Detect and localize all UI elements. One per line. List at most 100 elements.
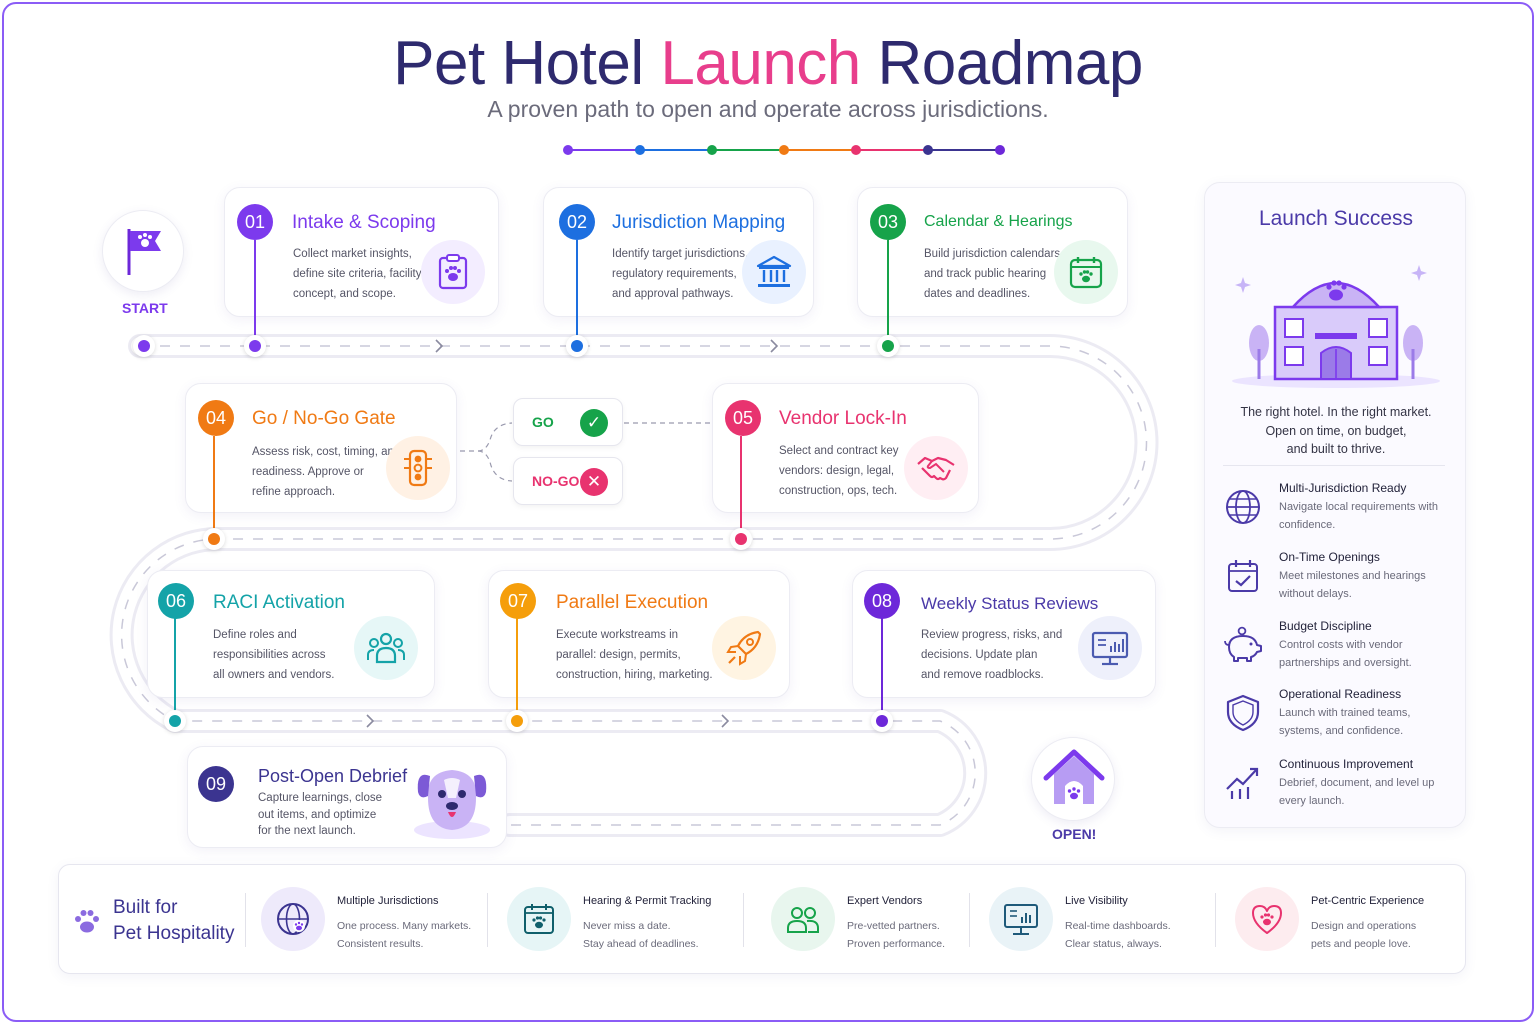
piggy-bank-icon (1224, 626, 1262, 662)
road-stop-07 (506, 710, 528, 732)
launch-success-panel: Launch Success The right hotel. In the r… (1204, 182, 1466, 828)
go-option[interactable]: GO ✓ (513, 398, 623, 446)
start-label: START (122, 300, 168, 316)
step-title-09: Post-Open Debrief (258, 766, 408, 786)
dashboard-monitor-icon (1091, 631, 1129, 666)
color-dot-line (563, 145, 1005, 155)
feature-live-visibility: Live Visibility Real-time dashboards.Cle… (989, 885, 1229, 957)
step-icon-wrap-04 (386, 436, 450, 500)
launch-success-tagline: The right hotel. In the right market.Ope… (1240, 405, 1432, 456)
strip-divider (743, 893, 744, 947)
calendar-paw-icon (524, 904, 554, 934)
benefit-on-time: On-Time Openings Meet milestones and hea… (1221, 550, 1457, 612)
road-stop-06 (164, 710, 186, 732)
step-title-06: RACI Activation (213, 592, 345, 613)
feature-expert-vendors: Expert Vendors Pre-vetted partners.Prove… (771, 885, 1011, 957)
sidebar-divider (1223, 465, 1445, 466)
road-stop-05 (730, 528, 752, 550)
launch-success-title: Launch Success (1258, 207, 1414, 230)
open-house-badge (1031, 737, 1115, 821)
step-connector-03 (887, 240, 889, 338)
benefit-operational: Operational Readiness Launch with traine… (1221, 687, 1457, 749)
shield-icon (1226, 694, 1260, 732)
feature-multiple-jurisdictions: Multiple Jurisdictions One process. Many… (261, 885, 501, 957)
feature-pet-centric: Pet-Centric Experience Design and operat… (1235, 885, 1475, 957)
road-stop-02 (566, 335, 588, 357)
pet-hotel-building-icon (1232, 265, 1440, 388)
road-stop-04 (203, 528, 225, 550)
step-icon-wrap-05 (904, 436, 968, 500)
step-connector-02 (576, 240, 578, 338)
step-connector-01 (254, 240, 256, 338)
step-title-07: Parallel Execution (556, 592, 709, 613)
step-desc-01: Collect market insights,define site crit… (293, 248, 422, 300)
road-stop-01 (244, 335, 266, 357)
step-icon-wrap-08 (1078, 616, 1142, 680)
go-label: GO (532, 414, 554, 430)
handshake-icon (917, 456, 955, 481)
clipboard-paw-icon (438, 254, 468, 290)
step-badge-09: 09 (198, 766, 234, 802)
page-subtitle: A proven path to open and operate across… (487, 96, 1049, 122)
strip-divider (1215, 893, 1216, 947)
step-desc-02: Identify target jurisdictions,regulatory… (612, 248, 749, 300)
pet-house-icon (1043, 749, 1105, 804)
step-badge-03: 03 (870, 204, 906, 240)
heart-paw-icon (1252, 905, 1282, 934)
no-go-label: NO-GO (532, 473, 580, 489)
start-flag-badge (102, 210, 184, 292)
team-icon (367, 632, 405, 664)
rocket-icon (726, 630, 762, 666)
step-connector-07 (516, 618, 518, 714)
road-stop-03 (877, 335, 899, 357)
x-icon: ✕ (580, 468, 608, 496)
step-icon-wrap-03 (1054, 240, 1118, 304)
globe-icon (1226, 490, 1260, 524)
step-badge-04: 04 (198, 400, 234, 436)
benefit-multi-jurisdiction: Multi-Jurisdiction Ready Navigate local … (1221, 481, 1457, 543)
traffic-light-icon (404, 449, 432, 487)
step-title-02: Jurisdiction Mapping (612, 212, 786, 233)
step-connector-06 (174, 618, 176, 714)
no-go-option[interactable]: NO-GO ✕ (513, 457, 623, 505)
government-building-icon (756, 255, 792, 287)
step-badge-02: 02 (559, 204, 595, 240)
paw-icon (75, 910, 99, 933)
road-stop-start (133, 335, 155, 357)
step-icon-wrap-02 (742, 240, 806, 304)
benefit-improvement: Continuous Improvement Debrief, document… (1221, 757, 1457, 819)
calendar-check-icon (1228, 560, 1258, 592)
step-badge-07: 07 (500, 583, 536, 619)
strip-divider (487, 893, 488, 947)
step-title-05: Vendor Lock-In (779, 408, 907, 429)
step-title-01: Intake & Scoping (292, 212, 436, 233)
step-icon-wrap-01 (421, 240, 485, 304)
flag-paw-icon (127, 229, 161, 275)
calendar-paw-icon (1069, 257, 1103, 289)
step-badge-06: 06 (158, 583, 194, 619)
step-badge-05: 05 (725, 400, 761, 436)
monitor-chart-icon (1004, 904, 1038, 935)
growth-chart-icon (1226, 767, 1259, 799)
strip-divider (969, 893, 970, 947)
step-connector-04 (213, 436, 215, 532)
feature-hearing-permit: Hearing & Permit Tracking Never miss a d… (507, 885, 747, 957)
step-badge-01: 01 (237, 204, 273, 240)
check-icon: ✓ (580, 409, 608, 437)
step-title-08: Weekly Status Reviews (921, 594, 1099, 613)
step-icon-wrap-06 (354, 616, 418, 680)
dog-icon (414, 770, 490, 839)
step-connector-05 (740, 436, 742, 532)
road-stop-08 (871, 710, 893, 732)
